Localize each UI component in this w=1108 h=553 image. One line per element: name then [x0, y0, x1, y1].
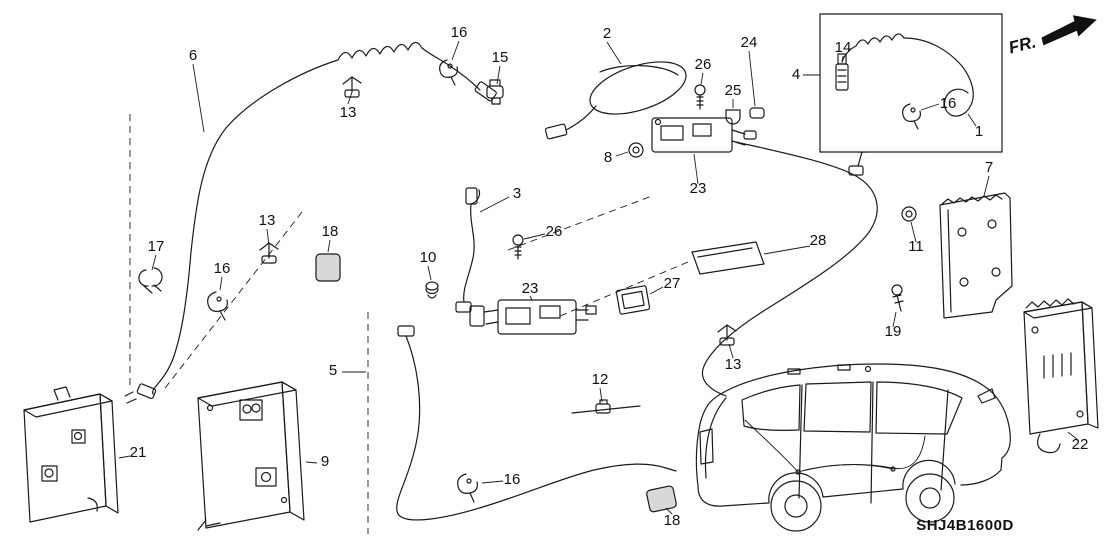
- fr-direction: FR.: [1007, 15, 1097, 57]
- connector-14: [835, 53, 849, 91]
- callout-1: 1: [975, 123, 983, 140]
- control-unit-21: [23, 386, 119, 523]
- callout-14: 14: [835, 39, 852, 56]
- antenna-base-23: [651, 117, 757, 153]
- callout-16-b: 16: [940, 95, 957, 112]
- fr-label: FR.: [1007, 32, 1038, 57]
- roof-antenna-2: [544, 61, 687, 140]
- bolt-10: [425, 281, 439, 299]
- pad-18-b: [646, 485, 677, 513]
- callout-13-b: 13: [259, 212, 276, 229]
- callout-19: 19: [885, 323, 902, 340]
- callout-26-a: 26: [695, 56, 712, 73]
- callout-24: 24: [741, 34, 758, 51]
- callout-6: 6: [189, 47, 197, 64]
- cable-clip-13-a: [342, 76, 362, 98]
- tuner-bracket-23: [469, 299, 597, 335]
- callout-25: 25: [725, 82, 742, 99]
- hook-clip-16-b: [902, 103, 921, 130]
- callout-27: 27: [664, 275, 681, 292]
- rod-antenna-12: [571, 399, 641, 414]
- callout-8: 8: [604, 149, 612, 166]
- callout-4: 4: [792, 66, 800, 83]
- callout-23-b: 23: [522, 280, 539, 297]
- fr-arrow-icon: [1041, 15, 1097, 46]
- callout-13-a: 13: [340, 104, 357, 121]
- callout-7: 7: [985, 159, 993, 176]
- pad-18-a: [315, 253, 341, 282]
- vehicle-outline: [695, 363, 1011, 532]
- pad-27: [615, 285, 651, 315]
- callout-16-c: 16: [214, 260, 231, 277]
- hook-clip-16-a: [439, 59, 458, 86]
- callout-3: 3: [513, 185, 521, 202]
- diagram-code: SHJ4B1600D: [916, 517, 1014, 534]
- construction-lines: [129, 114, 689, 534]
- callout-12: 12: [592, 371, 609, 388]
- callout-13-c: 13: [725, 356, 742, 373]
- callout-26-b: 26: [546, 223, 563, 240]
- control-unit-9: [197, 381, 305, 531]
- nut-11: [901, 206, 917, 222]
- callout-23-a: 23: [690, 180, 707, 197]
- cable-clip-13-c: [717, 324, 737, 346]
- screw-26-b: [512, 234, 524, 260]
- spring-clip-25: [725, 109, 741, 125]
- callout-28: 28: [810, 232, 827, 249]
- callout-15: 15: [492, 49, 509, 66]
- screw-26-a: [694, 84, 706, 110]
- grommet-nut-8: [628, 142, 644, 158]
- mounting-bracket-7: [939, 192, 1013, 319]
- callout-16-a: 16: [451, 24, 468, 41]
- callout-22: 22: [1072, 436, 1089, 453]
- callout-21: 21: [130, 444, 147, 461]
- callout-16-d: 16: [504, 471, 521, 488]
- callout-18-b: 18: [664, 512, 681, 529]
- cord-clip-15: [486, 79, 504, 105]
- control-unit-22: [1023, 298, 1099, 454]
- callout-labels: 6 16 15 13 2 26 24 25 4 14 16 1 8 23 7 3…: [130, 24, 1089, 529]
- callout-5: 5: [329, 362, 337, 379]
- callout-17: 17: [148, 238, 165, 255]
- callout-10: 10: [420, 249, 437, 266]
- hook-clip-16-d: [457, 473, 478, 503]
- cushion-24: [749, 107, 765, 119]
- leader-lines: [118, 40, 1079, 515]
- clamp-17: [138, 267, 163, 294]
- antenna-sub-cord-3: [455, 187, 481, 313]
- hook-clip-16-c: [207, 291, 228, 321]
- callout-11: 11: [908, 238, 924, 255]
- bolt-19: [891, 284, 904, 312]
- pad-28: [691, 241, 765, 275]
- callout-18-a: 18: [322, 223, 339, 240]
- feeder-cable-6: [124, 41, 497, 404]
- callout-9: 9: [321, 453, 329, 470]
- main-cable-5: [396, 325, 677, 521]
- callout-2: 2: [603, 25, 611, 42]
